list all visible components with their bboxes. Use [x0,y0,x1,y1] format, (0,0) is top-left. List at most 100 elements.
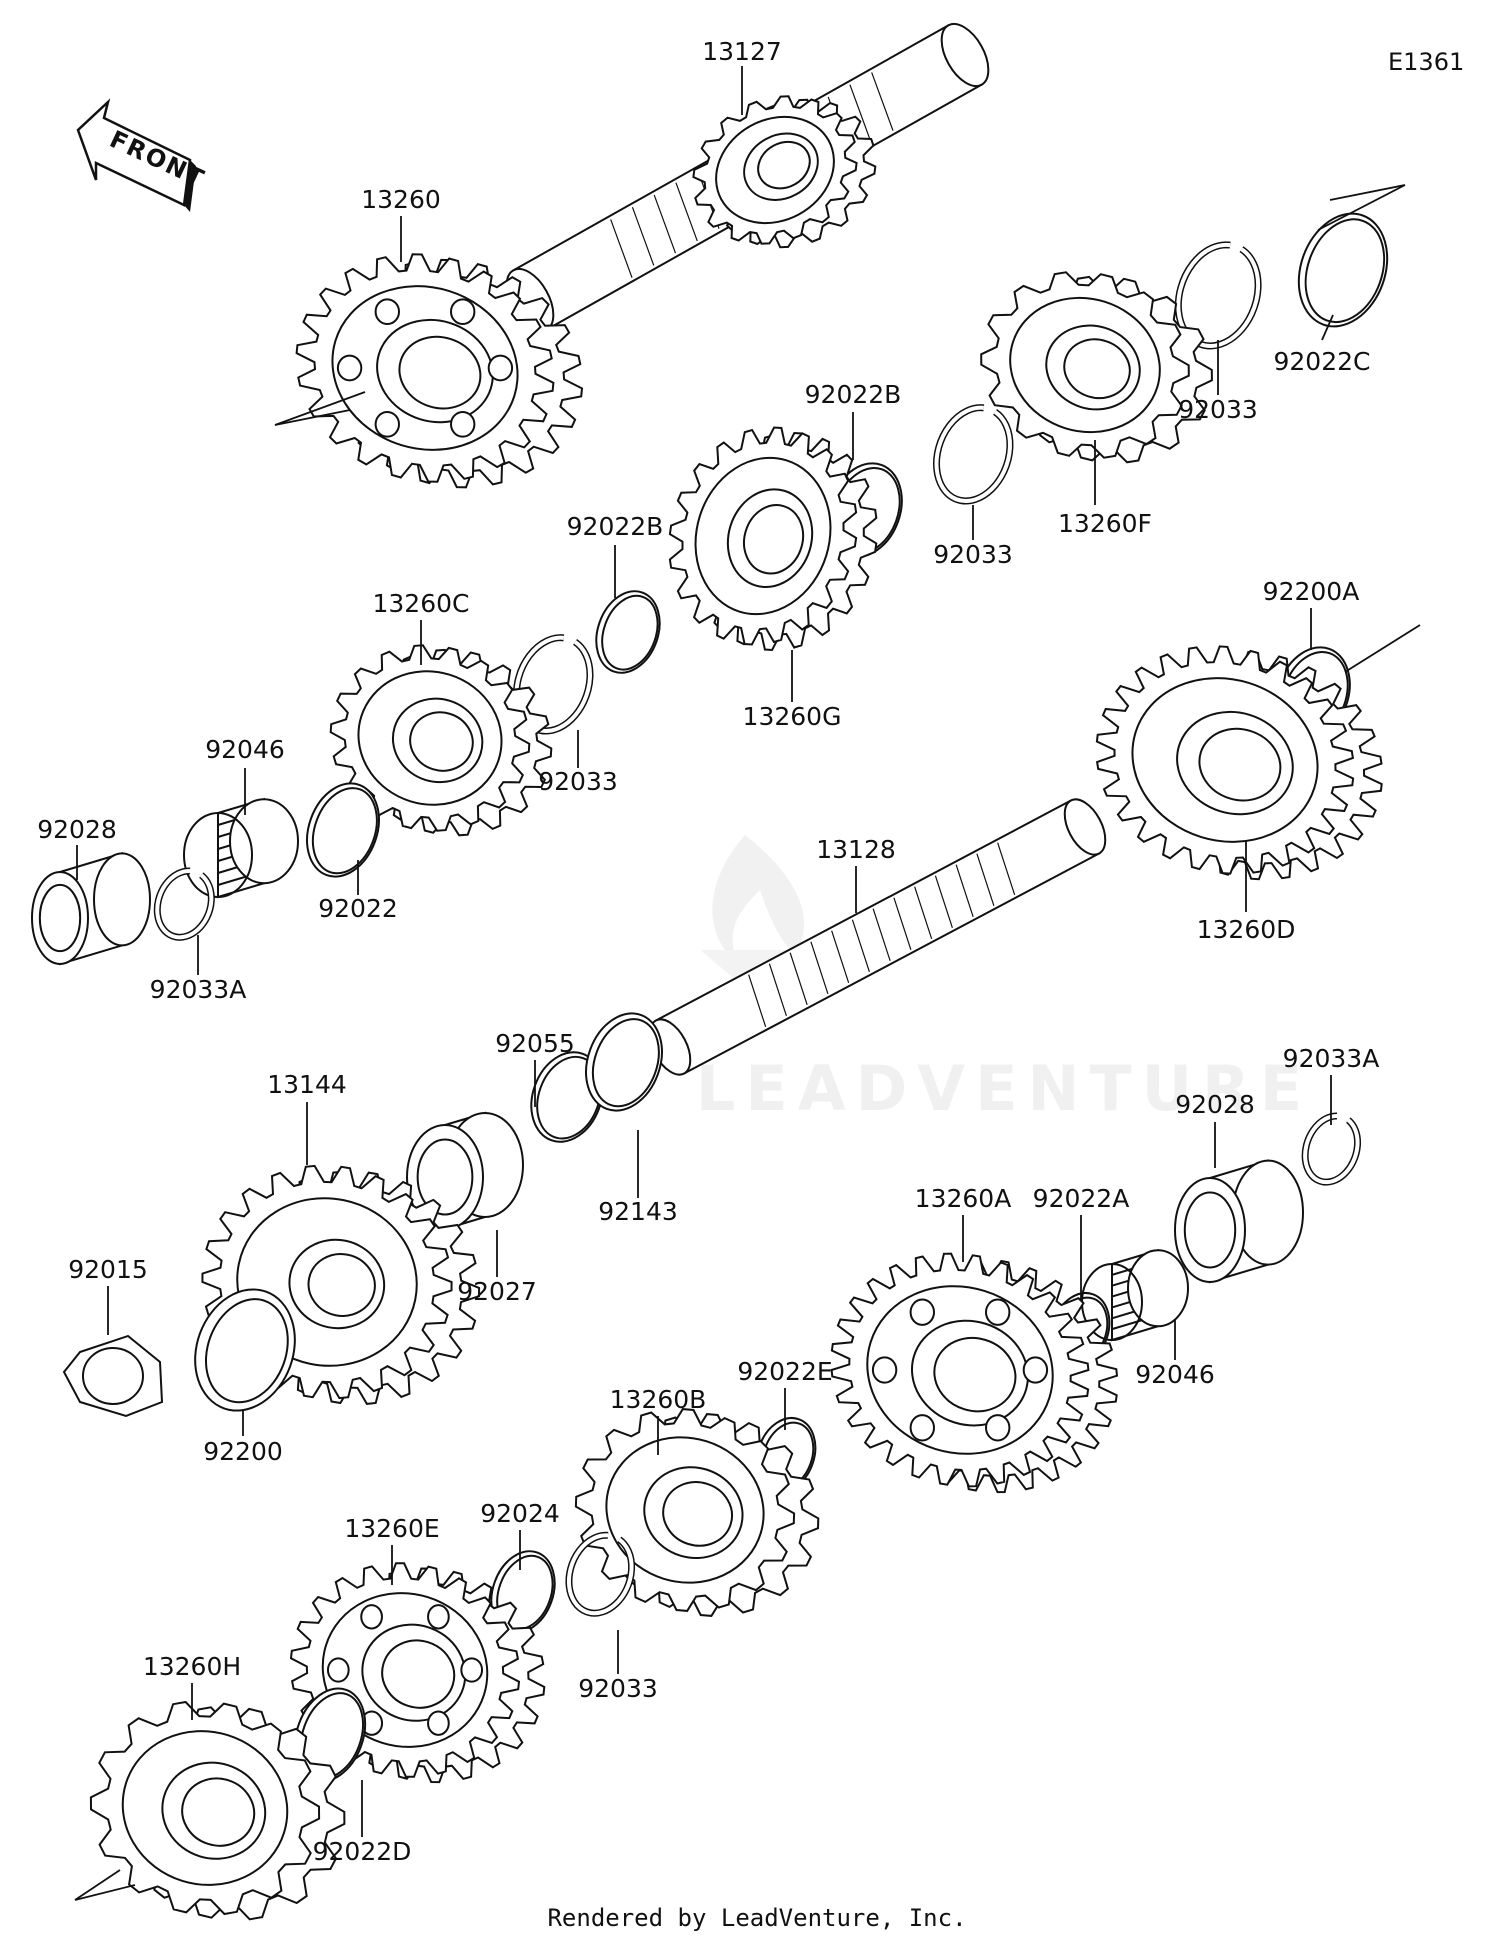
gear-window [460,1657,484,1683]
part-label: 13260C [373,589,470,618]
part-label: 92027 [457,1277,537,1306]
part-label: 13127 [702,37,782,66]
spline [871,72,894,131]
gear [830,1252,1119,1494]
gear [574,1408,820,1617]
gear-window [909,1414,935,1442]
bearing-bore [38,883,82,953]
gear-window [336,354,363,382]
watermark-text: LEADVENTURE [696,1052,1312,1125]
circlip [933,404,1014,505]
spline [675,182,698,242]
part-label: 92200A [1263,577,1360,606]
spline [653,194,677,254]
bearing-back [93,852,151,947]
needle-back [1127,1249,1189,1328]
leader-line [274,391,366,426]
part-label: 92022D [313,1837,412,1866]
part-label: 92033A [150,975,247,1004]
gear-window [871,1356,898,1384]
part-label: 13260 [361,185,441,214]
part-label: 92200 [203,1437,283,1466]
gear [1095,645,1383,881]
gear-window [985,1298,1011,1326]
part-label: 13260H [143,1652,241,1681]
part-label: 92033 [933,540,1013,569]
shaft-end [1063,798,1107,856]
part-label: 92033 [538,767,618,796]
spline [610,219,633,278]
spline [893,897,912,951]
gear-bore [307,1253,376,1317]
gear-window [360,1604,383,1630]
part-label: 92028 [1175,1090,1255,1119]
gear-window [1022,1356,1049,1384]
gear-window [374,410,400,438]
spline [976,853,995,907]
part-label: 92024 [480,1499,560,1528]
part-label: 92046 [205,735,285,764]
gear-bore [381,1639,456,1709]
gear [668,426,878,652]
gear-window [450,410,476,438]
gear-bore [933,1336,1017,1413]
part-label: 13128 [816,835,896,864]
part-label: 13260D [1197,915,1296,944]
gear-bore [662,1481,733,1547]
gear [329,644,553,837]
bearing-bore [1183,1191,1237,1269]
ring-inner [311,787,378,875]
ring-inner [536,1055,602,1140]
gear-bore [398,335,482,410]
ring [194,1288,296,1412]
bearing-bore [416,1138,474,1216]
circlip [1301,1112,1362,1186]
part-label: 92033 [578,1674,658,1703]
leader-line [1344,624,1421,673]
part-label: 13260F [1058,509,1152,538]
part-label: 92033 [1178,395,1258,424]
gear-window [427,1710,450,1736]
ring [585,1012,663,1112]
ring [306,782,380,878]
needle-back [229,798,299,885]
bearing [31,852,151,966]
part-label: 92033A [1283,1044,1380,1073]
circlip-inner [566,1533,634,1616]
gear-bore [1063,338,1131,400]
spline [997,842,1016,896]
front-arrow: FRONT [76,98,210,212]
part-label: 92015 [68,1255,148,1284]
part-label: 13144 [267,1070,347,1099]
circlip [153,867,215,941]
part-label: 13260B [610,1385,707,1414]
part-label: 92028 [37,815,117,844]
spline [631,206,655,266]
needle-bearing [183,797,299,899]
part-label: 92022 [318,894,398,923]
circlip [565,1531,636,1617]
gear-bore [1198,727,1282,802]
part-label: 92022C [1274,347,1371,376]
part-label: 92022A [1033,1184,1130,1213]
spline [851,919,870,973]
gear-window [326,1657,350,1683]
bearing [406,1111,524,1231]
spline [789,952,808,1006]
part-label: 13260A [915,1184,1012,1213]
gear [295,253,584,489]
part-label: 92022B [567,512,664,541]
leader-line [1329,184,1406,201]
ring-inner [601,594,659,671]
bearing [1174,1159,1304,1284]
gear-window [985,1414,1011,1442]
leader-line [1317,184,1406,231]
leader-line [274,409,351,426]
spline [768,963,787,1017]
spline [849,84,872,144]
spline [748,974,767,1028]
gear-window [487,354,514,382]
ring [1297,212,1389,328]
gear [980,271,1213,464]
ring [595,590,661,674]
